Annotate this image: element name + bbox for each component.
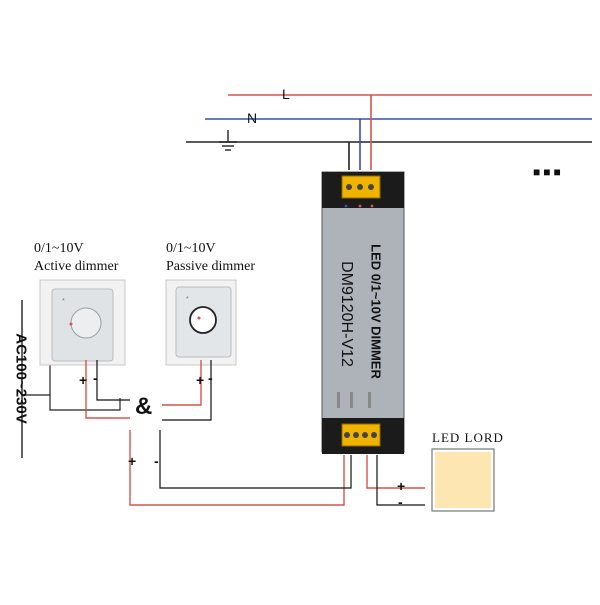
active-title-label: Active dimmer [34, 259, 119, 274]
device-title: LED 0/1~10V DIMMER [368, 244, 384, 379]
active-plus-sign: + [79, 372, 88, 388]
bus-minus-sign: - [154, 453, 159, 469]
continuation-dots: ■■■ [533, 165, 564, 179]
active-dimmer-plate[interactable]: * [39, 279, 126, 366]
led-minus-lead [376, 455, 425, 506]
passive-minus-sign: - [208, 370, 213, 386]
bus-plus-sign: + [128, 453, 137, 469]
bus-minus [159, 430, 352, 489]
led-panel [431, 448, 495, 512]
supply-label: AC100~230V [12, 333, 30, 424]
passive-plus-lead [162, 360, 202, 406]
active-range-label: 0/1~10V [34, 241, 84, 256]
passive-range-label: 0/1~10V [166, 241, 216, 256]
led-plus-sign: + [397, 478, 406, 494]
joiner-ampersand: & [135, 393, 153, 420]
passive-plus-sign: + [196, 372, 205, 388]
dimmer-device[interactable] [321, 171, 405, 454]
svg-text:*: * [186, 296, 189, 303]
active-plus-lead [85, 360, 130, 419]
led-minus-sign: - [398, 494, 403, 510]
led-plus-lead [366, 455, 425, 489]
led-title: LED LORD [432, 430, 504, 445]
active-minus-lead [96, 360, 130, 401]
supply-wire-passive [49, 395, 121, 411]
svg-text:*: * [62, 298, 65, 305]
active-minus-sign: - [93, 370, 98, 386]
ground-icon [219, 130, 237, 151]
passive-title-label: Passive dimmer [166, 259, 256, 274]
passive-minus-lead [162, 360, 212, 421]
passive-dimmer-plate[interactable]: * [165, 279, 237, 366]
bus-plus [129, 430, 345, 506]
live-label: L [282, 86, 290, 102]
device-model: DM9120H-V12 [338, 261, 355, 367]
neutral-label: N [247, 110, 258, 126]
